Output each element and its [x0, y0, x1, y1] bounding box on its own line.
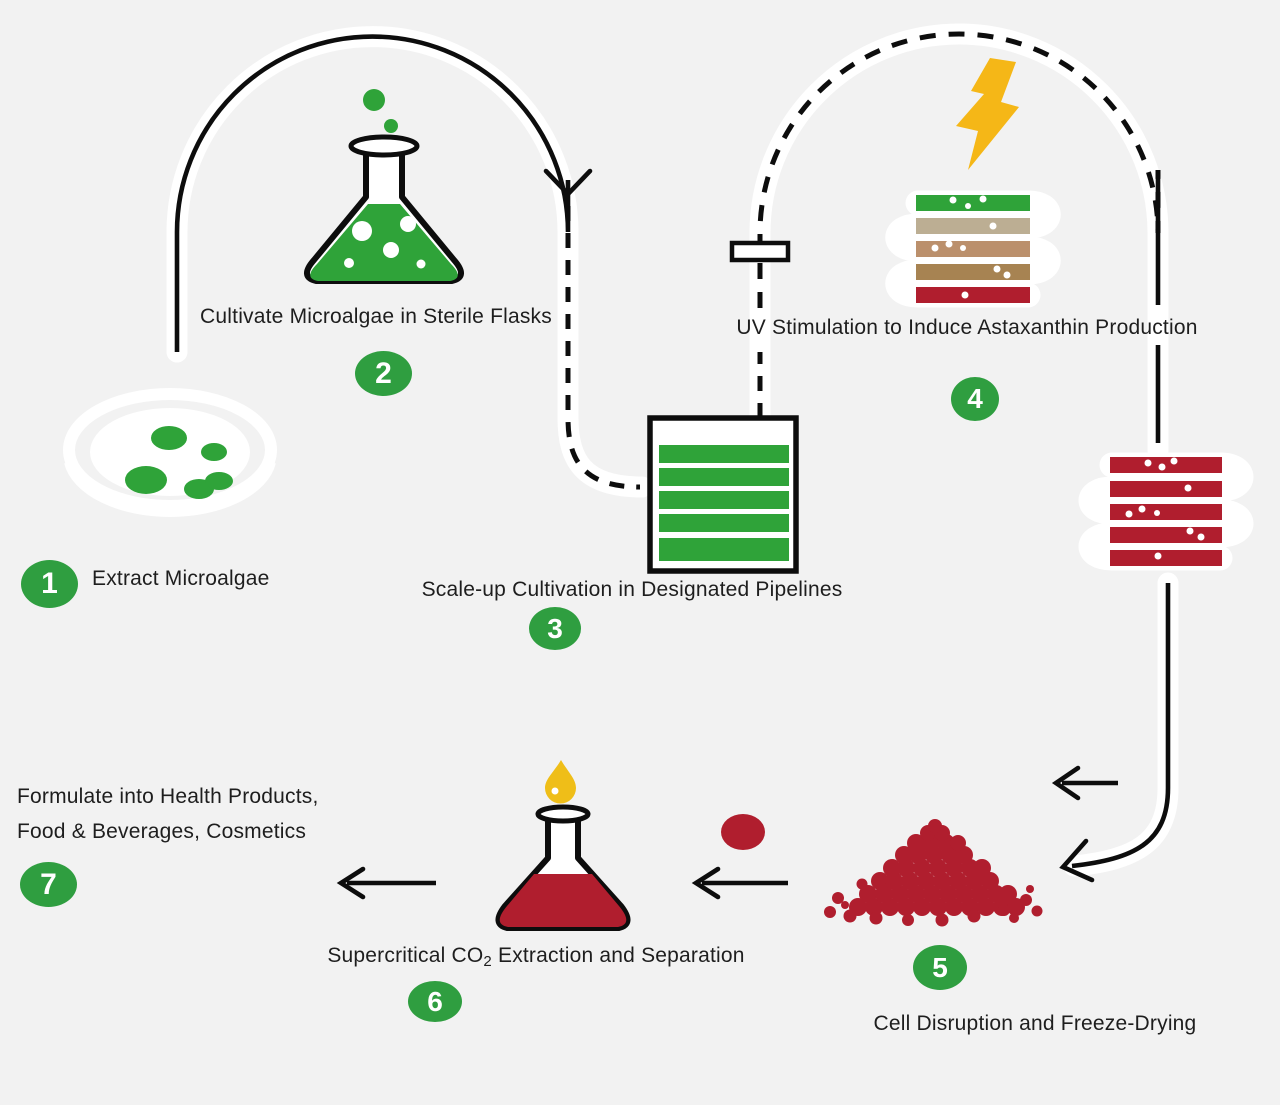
- pellet-icon: [721, 814, 765, 850]
- flask-bubbles-above: [363, 89, 398, 133]
- algae-colonies: [125, 426, 233, 499]
- arrow-6-to-7: [336, 866, 436, 900]
- step-3-label: Scale-up Cultivation in Designated Pipel…: [421, 578, 843, 601]
- liquid-bubbles: [344, 216, 426, 269]
- culture-flask-icon: [304, 89, 464, 284]
- step-1-badge: 1: [21, 560, 78, 608]
- dashed-line-2-to-3: [565, 206, 641, 490]
- step-6-label-suffix: Extraction and Separation: [491, 944, 745, 967]
- arrow-5-to-6: [691, 866, 788, 900]
- step-6-label: Supercritical CO2 Extraction and Separat…: [327, 944, 744, 970]
- step-7-label-line1: Formulate into Health Products,: [17, 785, 319, 808]
- freeze-dry-coil-icon: [1078, 452, 1254, 571]
- red-tube-bubbles: [1125, 457, 1205, 560]
- step-6-label-subscript: 2: [483, 953, 492, 970]
- dashed-arc-3-to-4: [757, 31, 1161, 443]
- step-6-label-prefix: Supercritical CO: [327, 944, 484, 967]
- arrow-1-to-2: [174, 34, 593, 352]
- step-5-label: Cell Disruption and Freeze-Drying: [873, 1012, 1197, 1035]
- arrowhead-left-icon: [1059, 838, 1095, 883]
- petri-dish-icon: [63, 388, 277, 517]
- tube-bubbles: [931, 195, 1011, 299]
- red-tube-bars: [1110, 457, 1222, 566]
- step-6-badge: 6: [408, 981, 462, 1022]
- pipeline-bars: [659, 445, 789, 561]
- step-3-badge: 3: [529, 607, 581, 650]
- arrow-4-to-5: [1059, 583, 1171, 883]
- powder-pile-icon: [824, 819, 1043, 927]
- step-2-label: Cultivate Microalgae in Sterile Flasks: [200, 305, 552, 328]
- droplet-icon: [545, 760, 576, 804]
- step-1-label: Extract Microalgae: [92, 567, 270, 590]
- valve-icon: [729, 240, 791, 263]
- step-7-badge: 7: [20, 862, 77, 907]
- uv-lightning-icon: [956, 58, 1019, 170]
- arrowhead-down-icon: [543, 168, 593, 198]
- step-7-label-line2: Food & Beverages, Cosmetics: [17, 820, 307, 843]
- arrow-small-left-icon: [1051, 765, 1118, 801]
- pipeline-box-icon: [647, 415, 799, 574]
- step-4-badge: 4: [951, 377, 999, 421]
- step-4-label: UV Stimulation to Induce Astaxanthin Pro…: [736, 316, 1198, 339]
- extraction-flask-icon: [495, 760, 631, 931]
- step-2-badge: 2: [355, 351, 412, 396]
- step-5-badge: 5: [913, 945, 967, 990]
- photobioreactor-coil-icon: [885, 190, 1061, 308]
